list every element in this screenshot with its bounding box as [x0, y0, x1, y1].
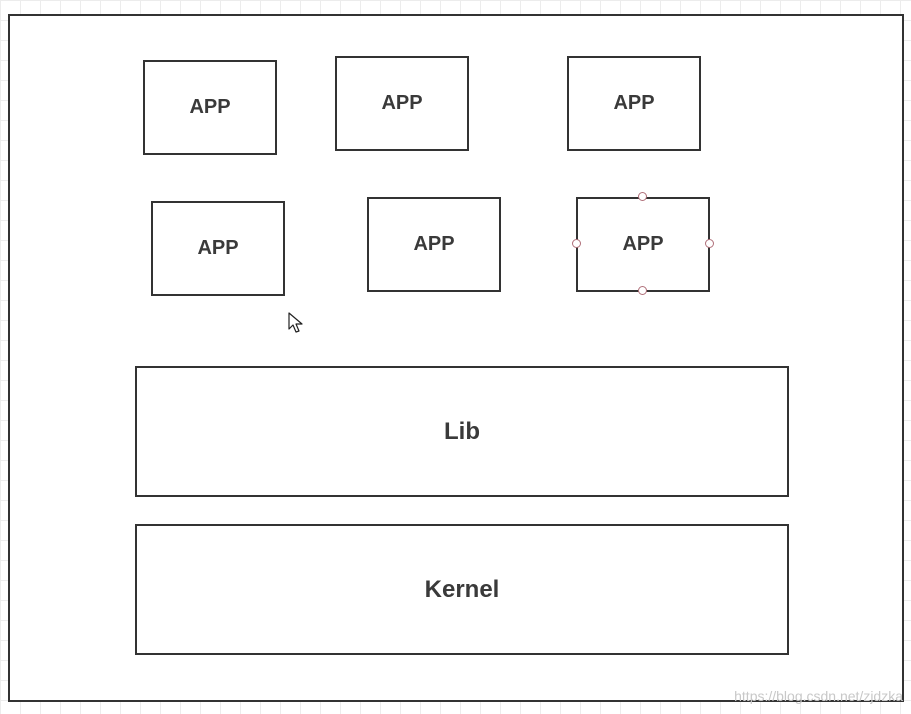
app-box-5[interactable]: APP	[367, 197, 501, 292]
app-box-label: APP	[381, 92, 423, 114]
kernel-box[interactable]: Kernel	[135, 524, 789, 655]
kernel-label: Kernel	[424, 575, 500, 603]
resize-handle-top[interactable]	[638, 192, 647, 201]
app-box-label: APP	[197, 237, 239, 259]
app-box-4[interactable]: APP	[151, 201, 285, 296]
app-box-6-selected[interactable]: APP	[576, 197, 710, 292]
app-box-1[interactable]: APP	[143, 60, 277, 155]
lib-box[interactable]: Lib	[135, 366, 789, 497]
resize-handle-bottom[interactable]	[638, 286, 647, 295]
app-box-2[interactable]: APP	[335, 56, 469, 151]
app-box-label: APP	[189, 96, 231, 118]
app-box-label: APP	[622, 233, 664, 255]
app-box-3[interactable]: APP	[567, 56, 701, 151]
resize-handle-right[interactable]	[705, 239, 714, 248]
mouse-pointer-icon	[288, 312, 303, 333]
resize-handle-left[interactable]	[572, 239, 581, 248]
watermark-text: https://blog.csdn.net/zjdzka	[734, 688, 903, 704]
lib-label: Lib	[444, 417, 480, 445]
app-box-label: APP	[413, 233, 455, 255]
app-box-label: APP	[613, 92, 655, 114]
